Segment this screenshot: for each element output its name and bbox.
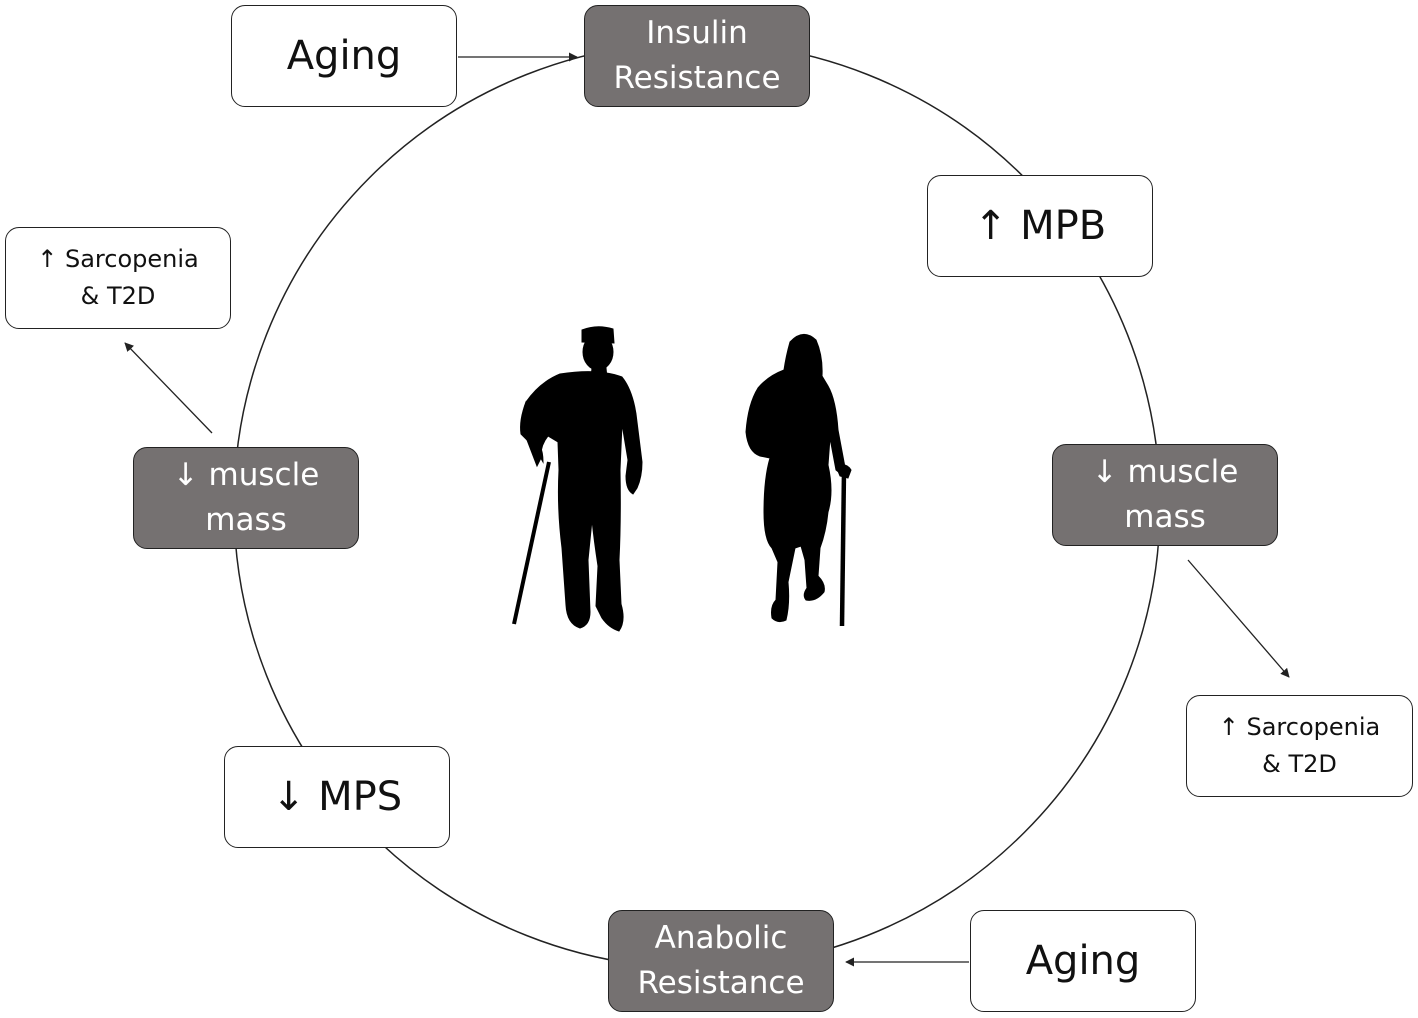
aging-top-label: Aging xyxy=(286,33,402,79)
sarcopenia-left-box: ↑ Sarcopenia & T2D xyxy=(5,227,231,329)
arrow-muscle-to-sarcopenia-left xyxy=(124,342,213,434)
muscle-mass-left-line1: ↓ muscle xyxy=(172,457,320,494)
mpb-increase-box: ↑ MPB xyxy=(927,175,1153,277)
muscle-mass-right-line1: ↓ muscle xyxy=(1091,454,1239,491)
arrow-muscle-to-sarcopenia-right xyxy=(1187,559,1290,678)
mpb-increase-label: ↑ MPB xyxy=(973,203,1107,249)
elderly-couple-silhouette-icon xyxy=(512,326,852,632)
muscle-mass-left-box: ↓ muscle mass xyxy=(133,447,359,549)
sarcopenia-right-line1: ↑ Sarcopenia xyxy=(1218,712,1381,741)
mps-decrease-label: ↓ MPS xyxy=(271,774,403,820)
sarcopenia-left-line1: ↑ Sarcopenia xyxy=(37,244,199,273)
aging-bottom-label: Aging xyxy=(1025,938,1141,984)
muscle-mass-right-box: ↓ muscle mass xyxy=(1052,444,1278,546)
anabolic-resistance-box: Anabolic Resistance xyxy=(608,910,834,1012)
mps-decrease-box: ↓ MPS xyxy=(224,746,450,848)
muscle-mass-left-line2: mass xyxy=(205,502,287,538)
anabolic-resistance-line1: Anabolic xyxy=(654,920,788,957)
aging-top-box: Aging xyxy=(231,5,457,107)
insulin-resistance-box: Insulin Resistance xyxy=(584,5,810,107)
insulin-resistance-line2: Resistance xyxy=(613,60,781,96)
sarcopenia-right-line2: & T2D xyxy=(1262,750,1337,778)
elderly-man-silhouette-icon xyxy=(512,326,643,632)
muscle-mass-right-line2: mass xyxy=(1124,499,1206,535)
sarcopenia-left-line2: & T2D xyxy=(80,282,156,310)
elderly-woman-silhouette-icon xyxy=(745,334,852,627)
anabolic-resistance-line2: Resistance xyxy=(637,965,805,1001)
insulin-resistance-line1: Insulin xyxy=(646,15,748,52)
aging-bottom-box: Aging xyxy=(970,910,1196,1012)
sarcopenia-right-box: ↑ Sarcopenia & T2D xyxy=(1186,695,1413,797)
